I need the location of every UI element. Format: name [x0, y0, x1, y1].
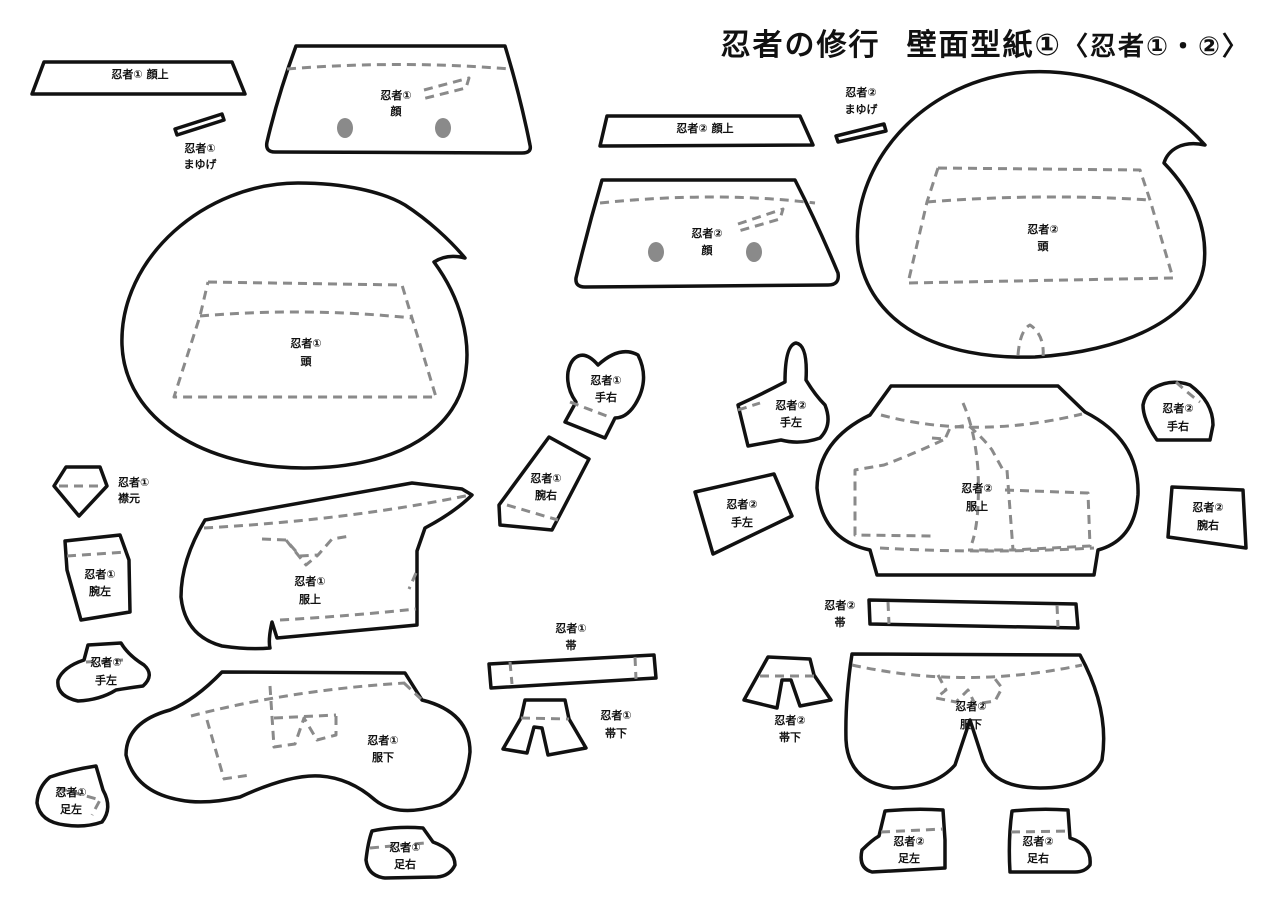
n1-foot-right-label-2: 足右 — [394, 857, 416, 871]
n2-hand-left-label-1: 忍者② — [726, 497, 757, 511]
n1-top-piece: 忍者① 服上 — [179, 481, 474, 651]
n2-arm-right-label-2: 腕右 — [1197, 518, 1219, 532]
n2-head-label-1: 忍者② — [1027, 222, 1058, 236]
n2-hand-right-piece: 忍者② 手右 — [1141, 380, 1215, 442]
n2-head-label-2: 頭 — [1038, 240, 1050, 253]
n1-eyebrow-label-1: 忍者① — [184, 141, 215, 155]
n2-foot-right-label-2: 足右 — [1027, 851, 1049, 865]
n1-top-label-2: 服上 — [299, 592, 321, 606]
n2-bottom-piece: 忍者② 服下 — [844, 652, 1106, 790]
n1-face-label-1: 忍者① — [380, 88, 411, 102]
n2-face-piece: 忍者② 顔 — [574, 178, 841, 289]
n2-arm-right-label-1: 忍者② — [1192, 500, 1223, 514]
n2-hand-left-thumb-label-1: 忍者② — [775, 398, 806, 412]
n2-foot-left-piece: 忍者② 足左 — [859, 807, 947, 874]
n2-face-label-2: 顔 — [701, 243, 714, 257]
n2-eyebrow-label-2: まゆげ — [845, 102, 879, 116]
n1-arm-right-label-1: 忍者① — [530, 471, 561, 485]
n2-belt-lower-label-2: 帯下 — [779, 730, 801, 744]
n2-hand-left-label-2: 手左 — [731, 515, 753, 529]
n1-left-eye — [337, 118, 353, 138]
n2-head-piece: 忍者② 頭 — [855, 70, 1207, 359]
n1-bottom-piece: 忍者① 服下 — [124, 670, 472, 813]
n2-eyebrow-label-1: 忍者② — [845, 85, 876, 99]
n1-foot-left-label-2: 足左 — [60, 802, 82, 816]
n2-hand-left-thumb-piece: 忍者② 手左 — [736, 341, 830, 448]
n2-belt-lower-label-1: 忍者② — [774, 713, 805, 727]
n2-belt-label-2: 帯 — [835, 615, 846, 629]
n1-belt-lower-label-1: 忍者① — [600, 708, 631, 722]
n1-belt-lower-piece: 忍者① 帯下 — [501, 698, 632, 757]
n2-hand-right-label-2: 手右 — [1167, 419, 1189, 433]
n1-collar-piece: 忍者① 襟元 — [52, 465, 149, 518]
n1-face-label-2: 顔 — [390, 104, 403, 118]
n1-right-eye — [435, 118, 451, 138]
n2-belt-lower-piece: 忍者② 帯下 — [742, 655, 833, 744]
n1-arm-right-label-2: 腕右 — [535, 488, 557, 502]
n2-belt-label-1: 忍者② — [824, 598, 855, 612]
n2-hand-left-piece: 忍者② 手左 — [693, 472, 794, 556]
n2-hand-right-label-1: 忍者② — [1162, 401, 1193, 415]
n1-eyebrow-label-2: まゆげ — [184, 157, 218, 171]
n1-forehead-label: 忍者① 顔上 — [111, 67, 168, 81]
n1-collar-label-1: 忍者① — [118, 475, 149, 489]
n1-forehead-piece: 忍者① 顔上 — [30, 60, 247, 96]
n1-face-piece: 忍者① 顔 — [264, 44, 533, 155]
n1-collar-label-2: 襟元 — [118, 491, 140, 505]
n2-left-eye — [648, 242, 664, 262]
n1-arm-left-label-2: 腕左 — [89, 584, 111, 598]
n2-top-label-1: 忍者② — [961, 481, 992, 495]
n2-belt-piece: 忍者② 帯 — [824, 598, 1080, 630]
n2-eyebrow-piece: 忍者② まゆげ — [834, 85, 888, 144]
n2-bottom-label-2: 服下 — [960, 718, 982, 731]
n2-face-label-1: 忍者② — [691, 226, 722, 240]
n1-foot-left-piece: 忍者① 足左 — [35, 764, 110, 828]
sheet-title: 忍者の修行壁面型紙①〈忍者①・②〉 — [721, 20, 1250, 64]
n1-arm-left-label-1: 忍者① — [84, 567, 115, 581]
n1-foot-left-label-1: 忍者① — [55, 785, 86, 799]
n2-foot-left-label-1: 忍者② — [893, 834, 924, 848]
n1-head-piece: 忍者① 頭 — [120, 181, 469, 470]
n1-head-label-2: 頭 — [301, 355, 313, 368]
n1-hand-right-label-1: 忍者① — [590, 373, 621, 387]
n1-hand-left-label-2: 手左 — [95, 673, 117, 687]
n2-foot-right-label-1: 忍者② — [1022, 834, 1053, 848]
n1-hand-right-piece: 忍者① 手右 — [563, 349, 646, 440]
n2-top-piece: 忍者② 服上 — [815, 384, 1140, 577]
n2-top-label-2: 服上 — [966, 499, 988, 513]
n1-arm-right-piece: 忍者① 腕右 — [497, 435, 591, 532]
n2-hand-left-thumb-label-2: 手左 — [780, 415, 802, 429]
n2-foot-right-piece: 忍者② 足右 — [1007, 807, 1092, 874]
n1-hand-left-label-1: 忍者① — [90, 655, 121, 669]
n1-bottom-label-2: 服下 — [372, 751, 394, 764]
n2-forehead-piece: 忍者② 顔上 — [598, 114, 815, 148]
n1-bottom-label-1: 忍者① — [367, 733, 398, 747]
n1-head-label-1: 忍者① — [290, 336, 321, 350]
n1-hand-left-piece: 忍者① 手左 — [56, 641, 151, 703]
title-note: 〈忍者①・②〉 — [1061, 32, 1250, 62]
n2-foot-left-label-2: 足左 — [898, 851, 920, 865]
n1-foot-right-piece: 忍者① 足右 — [364, 825, 457, 880]
title-sub: 壁面型紙① — [906, 28, 1062, 63]
n2-forehead-label: 忍者② 顔上 — [676, 121, 733, 135]
n1-belt-piece: 忍者① 帯 — [487, 621, 658, 690]
n1-arm-left-piece: 忍者① 腕左 — [63, 533, 132, 622]
n2-arm-right-piece: 忍者② 腕右 — [1166, 485, 1248, 550]
n1-eyebrow-piece: 忍者① まゆげ — [173, 112, 226, 171]
n1-foot-right-label-1: 忍者① — [389, 840, 420, 854]
n1-belt-label-2: 帯 — [566, 638, 577, 652]
n1-top-label-1: 忍者① — [294, 574, 325, 588]
n2-bottom-label-1: 忍者② — [955, 699, 986, 713]
n2-right-eye — [746, 242, 762, 262]
n1-hand-right-label-2: 手右 — [595, 390, 617, 404]
n1-belt-lower-label-2: 帯下 — [605, 726, 627, 740]
n1-belt-label-1: 忍者① — [555, 621, 586, 635]
title-main: 忍者の修行 — [720, 28, 881, 63]
